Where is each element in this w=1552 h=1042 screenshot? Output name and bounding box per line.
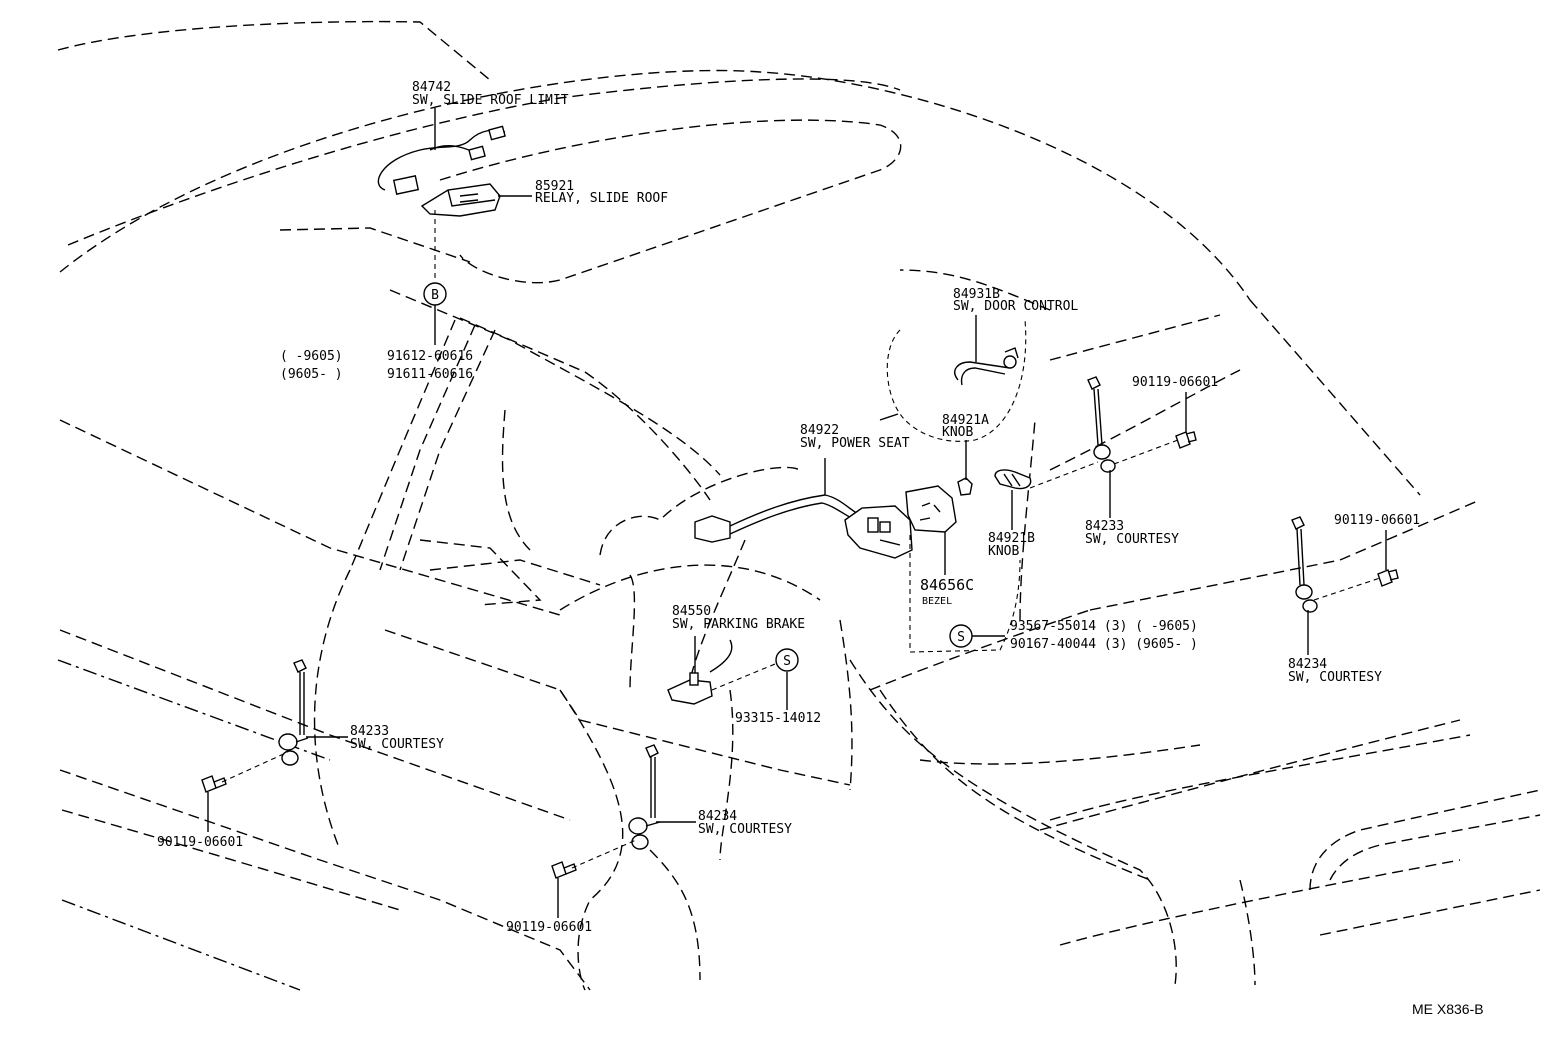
power-seat-switch-shape (694, 494, 913, 559)
svg-text:B: B (431, 288, 439, 303)
label-84921b-name: KNOB (988, 544, 1019, 559)
label-84233-fl-name: SW, COURTESY (350, 737, 444, 752)
label-84550-num: 84550 (672, 604, 711, 619)
clip-marker-b: B (423, 282, 447, 306)
courtesy-switch-fr-shape (1087, 376, 1116, 473)
label-84233-fr-name: SW, COURTESY (1085, 532, 1179, 547)
label-84234-rr-num: 84234 (1288, 657, 1327, 672)
bolt-fl-shape (201, 775, 227, 793)
slide-roof-limit-switch-shape (377, 125, 506, 195)
label-93315: 93315-14012 (735, 711, 821, 726)
label-84931b-num: 84931B (953, 287, 1000, 302)
label-85921-num: 85921 (535, 179, 574, 194)
label-84656c-num: 84656C (920, 576, 974, 594)
knob-a-shape (957, 477, 973, 496)
vehicle-body-outline (57, 20, 1541, 991)
screw-marker-s-parking: S (775, 648, 799, 672)
screw-marker-s: S (949, 624, 973, 648)
label-84921b-num: 84921B (988, 531, 1035, 546)
courtesy-switch-fl-shape (278, 659, 309, 766)
label-84931b-name: SW, DOOR CONTROL (953, 299, 1078, 314)
label-clip-part1: 91612-60616 (387, 349, 473, 364)
diagram-id: ME X836-B (1412, 1001, 1484, 1017)
label-84922-name: SW, POWER SEAT (800, 436, 910, 451)
label-clip-range1: ( -9605) (280, 349, 343, 364)
courtesy-switch-rl-shape (628, 744, 661, 850)
knob-b-shape (994, 469, 1032, 490)
label-84233-fl-num: 84233 (350, 724, 389, 739)
label-84233-fr-num: 84233 (1085, 519, 1124, 534)
label-screw-line2: 90167-40044 (3) (9605- ) (1010, 637, 1198, 652)
bolt-fr-shape (1175, 431, 1197, 449)
label-84550-name: SW, PARKING BRAKE (672, 617, 805, 632)
svg-text:S: S (783, 654, 791, 669)
label-bolt-fl: 90119-06601 (157, 835, 243, 850)
label-clip-part2: 91611-60616 (387, 367, 473, 382)
label-84742-name: SW, SLIDE ROOF LIMIT (412, 93, 569, 108)
label-84234-rr-name: SW, COURTESY (1288, 670, 1382, 685)
label-bolt-fr: 90119-06601 (1132, 375, 1218, 390)
bezel-shape (905, 485, 957, 533)
door-control-switch-shape (954, 347, 1019, 386)
label-84921a-name: KNOB (942, 425, 973, 440)
bolt-rr-shape (1377, 569, 1399, 587)
label-84234-rl-name: SW, COURTESY (698, 822, 792, 837)
label-85921-name: RELAY, SLIDE ROOF (535, 191, 668, 206)
parking-brake-switch-shape (667, 672, 713, 705)
part-labels: 84742 SW, SLIDE ROOF LIMIT 85921 RELAY, … (157, 80, 1484, 1017)
courtesy-switch-rr-shape (1291, 516, 1318, 613)
label-84921a-num: 84921A (942, 413, 989, 428)
label-84742-num: 84742 (412, 80, 451, 95)
label-screw-line1: 93567-55014 (3) ( -9605) (1010, 619, 1198, 634)
slide-roof-relay-shape (420, 183, 501, 217)
label-84234-rl-num: 84234 (698, 809, 737, 824)
bolt-rl-shape (551, 861, 577, 879)
leader-lines (207, 108, 1387, 918)
label-bolt-rr: 90119-06601 (1334, 513, 1420, 528)
label-84922-num: 84922 (800, 423, 839, 438)
label-clip-range2: (9605- ) (280, 367, 343, 382)
svg-text:S: S (957, 630, 965, 645)
label-84656c-name: BEZEL (922, 596, 952, 607)
label-bolt-rl: 90119-06601 (506, 920, 592, 935)
